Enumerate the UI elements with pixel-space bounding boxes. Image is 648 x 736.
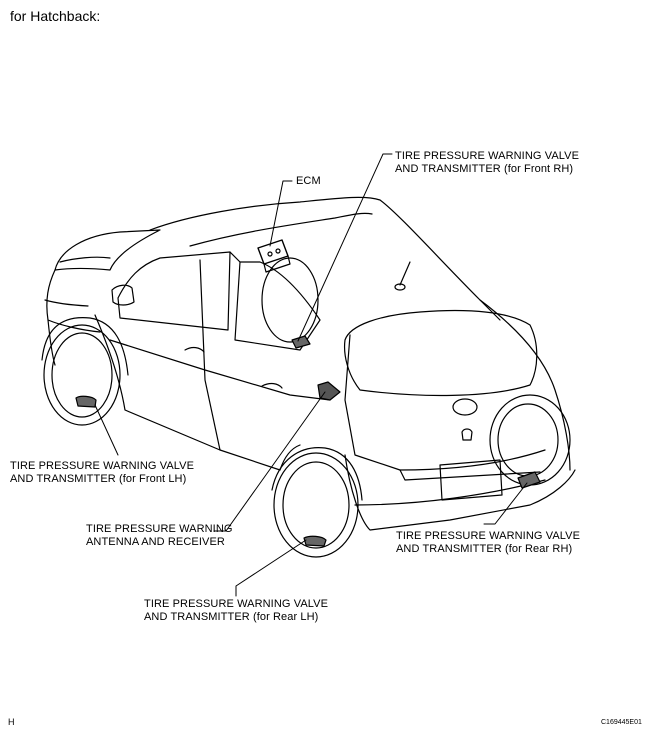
roof-antenna bbox=[399, 261, 411, 286]
hood-outline bbox=[54, 229, 161, 271]
footer-figure-id: C169445E01 bbox=[601, 719, 642, 726]
label-rear-rh: TIRE PRESSURE WARNING VALVE AND TRANSMIT… bbox=[396, 530, 581, 555]
leader-rear-lh bbox=[235, 539, 307, 597]
transmitter-rear-lh bbox=[303, 535, 327, 547]
side-mirror bbox=[111, 284, 135, 306]
license-plate bbox=[439, 459, 503, 501]
ecm-box bbox=[257, 239, 289, 265]
antenna-receiver-part bbox=[317, 381, 341, 401]
transmitter-front-rh bbox=[291, 335, 311, 349]
label-front-lh: TIRE PRESSURE WARNING VALVE AND TRANSMIT… bbox=[10, 460, 195, 485]
front-window bbox=[117, 251, 231, 331]
emblem bbox=[452, 398, 478, 416]
rear-hatch-window bbox=[343, 309, 538, 397]
roof-outline bbox=[149, 196, 501, 321]
leader-front-rh bbox=[297, 153, 393, 342]
front-left-wheel bbox=[43, 324, 121, 426]
transmitter-front-lh bbox=[75, 395, 97, 408]
label-antenna: TIRE PRESSURE WARNING ANTENNA AND RECEIV… bbox=[86, 523, 233, 548]
footer-section-code: H bbox=[8, 717, 15, 727]
diagram-title: for Hatchback: bbox=[10, 8, 101, 24]
leader-antenna bbox=[213, 391, 326, 532]
leader-ecm bbox=[269, 180, 293, 247]
body-side bbox=[94, 314, 301, 471]
label-front-rh: TIRE PRESSURE WARNING VALVE AND TRANSMIT… bbox=[395, 150, 580, 175]
rear-window bbox=[234, 261, 321, 351]
label-rear-lh: TIRE PRESSURE WARNING VALVE AND TRANSMIT… bbox=[144, 598, 329, 623]
leader-rear-rh bbox=[483, 482, 528, 525]
leader-front-lh bbox=[94, 404, 119, 456]
label-ecm: ECM bbox=[296, 175, 321, 187]
transmitter-rear-rh bbox=[517, 471, 541, 489]
